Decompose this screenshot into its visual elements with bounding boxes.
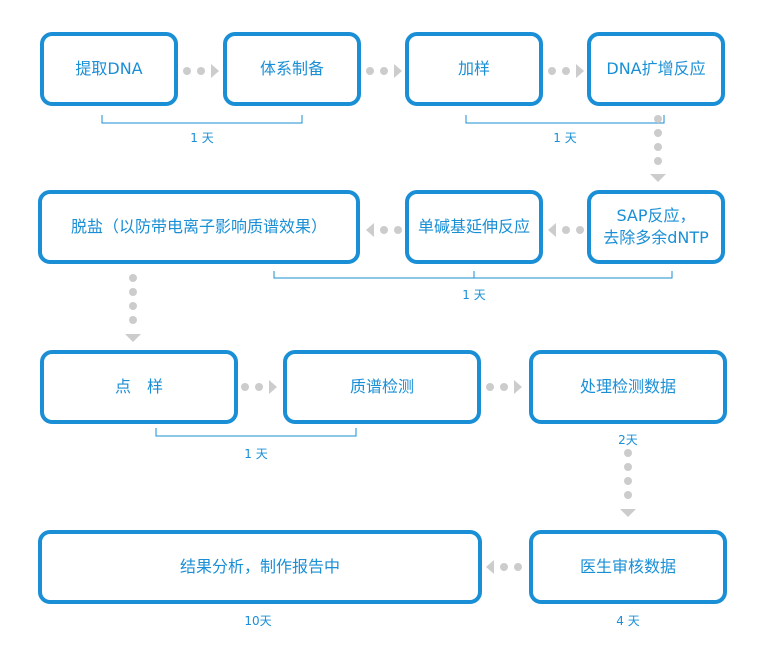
step-add-sample: 加样 <box>405 32 543 106</box>
step-doctor-review: 医生审核数据 <box>529 530 727 604</box>
step-label: 加样 <box>457 59 490 78</box>
step-spotting: 点 样 <box>40 350 238 424</box>
step-label: 脱盐（以防带电离子影响质谱效果） <box>70 217 327 236</box>
step-label: 点 样 <box>114 377 163 396</box>
step-desalting: 脱盐（以防带电离子影响质谱效果） <box>38 190 360 264</box>
bracket-row3 <box>155 428 357 437</box>
arrow-s2-s3 <box>366 64 402 78</box>
arrow-s8-s9 <box>241 380 277 394</box>
arrow-s5-s6 <box>548 223 584 237</box>
arrow-s7-s8 <box>125 274 141 342</box>
step-process-data: 处理检测数据 <box>529 350 727 424</box>
step-label: 体系制备 <box>259 59 324 78</box>
arrow-s4-s5 <box>650 115 666 182</box>
arrow-s6-s7 <box>366 223 402 237</box>
bracket-row1-right <box>465 115 665 124</box>
step-label-line2: 去除多余dNTP <box>603 228 709 247</box>
step-system-prep: 体系制备 <box>223 32 361 106</box>
arrow-s10-s11 <box>620 449 636 517</box>
step-result-analysis: 结果分析，制作报告中 <box>38 530 482 604</box>
duration-label: 4 天 <box>616 614 640 628</box>
step-mass-spec: 质谱检测 <box>283 350 481 424</box>
arrow-s11-s12 <box>486 560 522 574</box>
step-extract-dna: 提取DNA <box>40 32 178 106</box>
bracket-row2 <box>273 271 673 279</box>
arrow-s9-s10 <box>486 380 522 394</box>
step-single-base-extension: 单碱基延伸反应 <box>405 190 543 264</box>
step-label: 医生审核数据 <box>579 557 676 576</box>
duration-label: 2天 <box>618 433 638 447</box>
step-label: 质谱检测 <box>349 377 414 396</box>
step-sap-reaction: SAP反应， 去除多余dNTP <box>587 190 725 264</box>
arrow-s1-s2 <box>183 64 219 78</box>
arrow-s3-s4 <box>548 64 584 78</box>
step-label: 提取DNA <box>75 59 143 78</box>
duration-label: 1 天 <box>553 131 577 145</box>
duration-label: 1 天 <box>190 131 214 145</box>
bracket-row1-left <box>101 115 303 124</box>
step-label: 结果分析，制作报告中 <box>179 557 340 576</box>
duration-label: 1 天 <box>244 447 268 461</box>
duration-label: 1 天 <box>462 288 486 302</box>
duration-label: 10天 <box>244 614 272 628</box>
step-label: DNA扩增反应 <box>606 59 706 78</box>
step-label-line1: SAP反应， <box>616 206 696 225</box>
step-label: 单碱基延伸反应 <box>417 217 530 236</box>
step-dna-amplification: DNA扩增反应 <box>587 32 725 106</box>
step-label: 处理检测数据 <box>579 377 676 396</box>
